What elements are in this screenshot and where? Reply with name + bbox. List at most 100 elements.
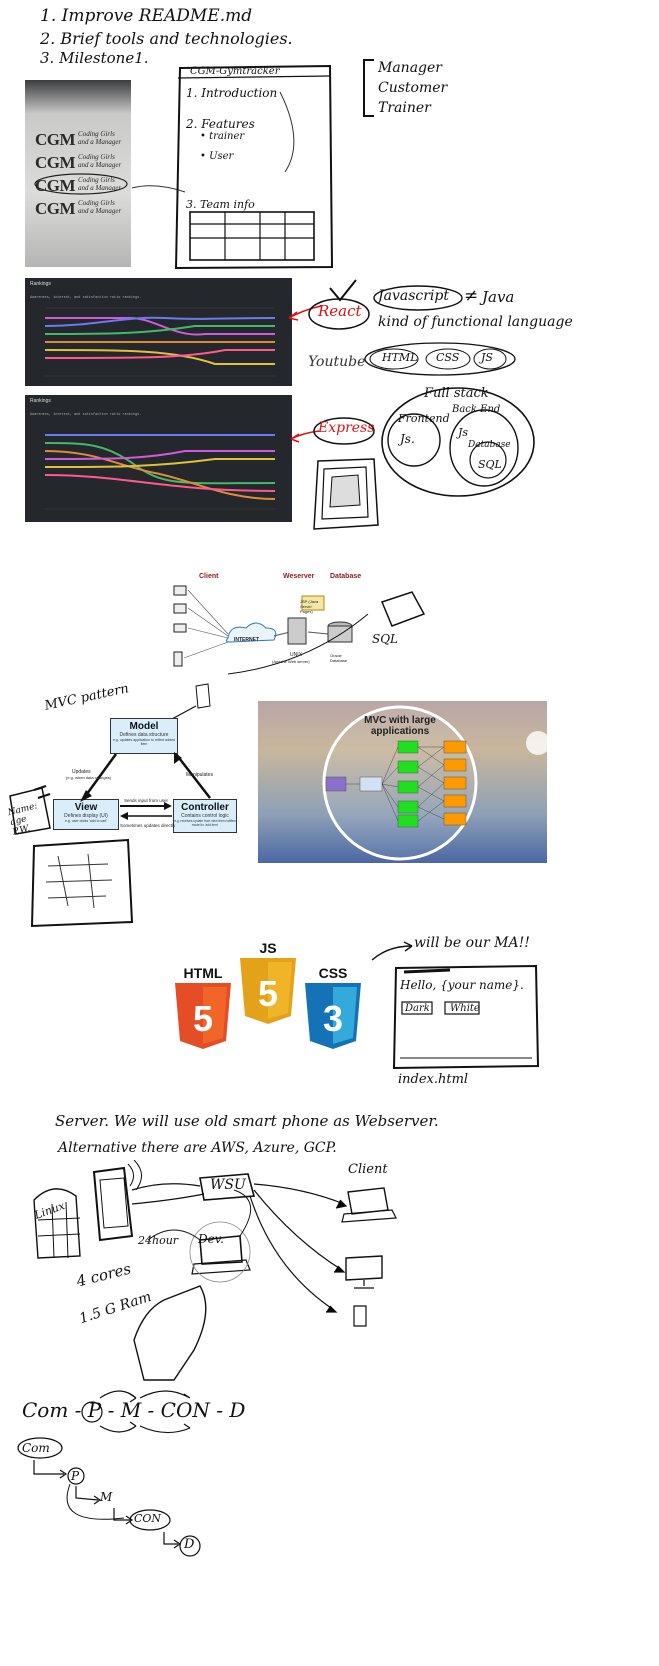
react-check: [329, 279, 357, 302]
java-label: Java: [482, 288, 515, 306]
fullstack-label: Full stack: [424, 386, 489, 401]
js-shield: JS 5: [238, 940, 298, 1030]
mvc-db-sketch: [169, 683, 211, 721]
express-circle: [313, 417, 375, 445]
arch-webserver-label: Weserver: [283, 573, 315, 580]
index-html-label: index.html: [398, 1072, 469, 1087]
rankings-subtitle-1: Awareness, interest, and satisfaction ra…: [30, 296, 142, 300]
wireframe-sec2: 2. Features: [186, 117, 255, 131]
mvc-note-box: [9, 785, 51, 835]
server-sketch: [33, 1160, 397, 1381]
arch-unix-label: UNIX: [290, 652, 302, 658]
role-customer: Customer: [378, 80, 448, 96]
mvc-model-box: Model Defines data structure e.g. update…: [110, 718, 178, 754]
express-arrow: [290, 430, 320, 443]
wireframe-title: CGM-Gymtracker: [190, 66, 280, 77]
wireframe-sec1: 1. Introduction: [186, 86, 278, 100]
logo-arrow: [131, 185, 186, 193]
arch-diagram: [173, 585, 369, 675]
react-arrow: [288, 305, 322, 321]
backend-label: Back End: [452, 404, 501, 415]
mvc-controller-desc: Contains control logic: [181, 813, 229, 819]
mvc-model-title: Model: [129, 721, 159, 732]
server-client-label: Client: [348, 1162, 388, 1177]
html-bubble-label: HTML: [382, 351, 418, 364]
fullstack-venn: [381, 387, 535, 497]
javascript-label: Javascript: [378, 288, 449, 304]
arch-oracle-label: Oracle Database: [330, 653, 348, 663]
arch-jsp-label: JSP (Java Server Pages): [300, 599, 319, 614]
svg-text:3: 3: [323, 998, 343, 1039]
mvc-controller-title: Controller: [181, 802, 229, 813]
css3-label: CSS: [318, 965, 348, 981]
arch-hand-db: [380, 591, 426, 627]
mvc-arrows: [80, 752, 211, 820]
database-label: Database: [468, 440, 511, 450]
flow-sequence: Com - P - M - CON - D: [22, 1398, 246, 1422]
css3-shield: CSS 3: [303, 965, 363, 1051]
frontend-label: Frontend: [398, 412, 450, 425]
mvc-view-box: View Defines display (UI) e.g. user clic…: [53, 799, 119, 830]
server-line-2: Alternative there are AWS, Azure, GCP.: [58, 1140, 337, 1156]
role-trainer: Trainer: [378, 100, 431, 116]
arch-sql-note: SQL: [372, 632, 399, 646]
rankings-panel-2: Rankings Awareness, interest, and satisf…: [25, 395, 292, 522]
js-bubble-label: JS: [481, 351, 493, 364]
mvc-view-title: View: [74, 802, 98, 813]
js-label: JS: [259, 940, 277, 956]
mvc-slide: MVC with large applications: [258, 701, 547, 863]
wireframe-trainer: • trainer: [200, 131, 245, 142]
note-item-3: 3. Milestone1.: [40, 49, 149, 67]
html5-label: HTML: [183, 965, 223, 981]
not-equal-sign: ≠: [464, 286, 479, 306]
ma-arrow: [371, 941, 413, 961]
css-bubble-label: CSS: [436, 351, 460, 364]
index-hello: Hello, {your name}.: [400, 978, 524, 992]
wireframe-sec3: 3. Team info: [186, 198, 255, 211]
mvc-updates-sub: (e.g. when data changes): [66, 775, 112, 780]
youtube-label: Youtube: [308, 354, 366, 370]
rankings-panel-1: Rankings Awareness, interest, and satisf…: [25, 278, 292, 386]
scribble-square: [313, 458, 379, 530]
html5-shield: HTML 5: [173, 965, 233, 1051]
role-manager: Manager: [378, 60, 442, 76]
mvc-updates-label: Updates: [72, 769, 91, 775]
mvc-phone-sketch: [30, 838, 134, 928]
mvc-manipulates-label: Manipulates: [186, 772, 213, 778]
frontend-js-label: Js.: [400, 432, 415, 446]
index-white-button: White: [450, 1003, 480, 1014]
svg-text:5: 5: [193, 998, 213, 1039]
rankings-title-1: Rankings: [30, 281, 51, 287]
mvc-view-desc: Defines display (UI): [64, 813, 108, 819]
wireframe-user: • User: [200, 151, 234, 162]
note-item-1: 1. Improve README.md: [40, 6, 253, 26]
server-dev-label: Dev.: [198, 1232, 224, 1246]
ma-note: will be our MA!!: [414, 935, 530, 951]
youtube-bubble: [364, 342, 516, 376]
mvc-model-eg: e.g. updates application to reflect adde…: [112, 738, 176, 746]
flow-tree: [17, 1437, 201, 1557]
arch-unix-sub: (Apache Web server): [272, 659, 310, 664]
flow-tree-d: D: [184, 1537, 195, 1552]
functional-label: kind of functional language: [378, 314, 573, 330]
mvc-slide-title: MVC with large applications: [364, 715, 436, 737]
mvc-controller-box: Controller Contains control logic e.g. r…: [173, 799, 237, 833]
mvc-pattern-label: MVC pattern: [43, 681, 131, 714]
wireframe-frame: [174, 64, 334, 270]
server-line-1: Server. We will use old smart phone as W…: [55, 1112, 439, 1130]
flow-tree-m: M: [100, 1490, 113, 1504]
arch-client-label: Client: [199, 573, 219, 580]
react-label: React: [318, 302, 362, 320]
javascript-circle: [373, 285, 463, 311]
svg-text:5: 5: [258, 973, 278, 1014]
rankings-title-2: Rankings: [30, 398, 51, 404]
mvc-view-eg: e.g. user clicks 'add to cart': [65, 819, 107, 823]
note-item-2: 2. Brief tools and technologies.: [40, 29, 293, 48]
sql-label: SQL: [478, 458, 502, 471]
index-wireframe: [392, 964, 540, 1070]
server-hours-label: 24hour: [138, 1234, 179, 1247]
